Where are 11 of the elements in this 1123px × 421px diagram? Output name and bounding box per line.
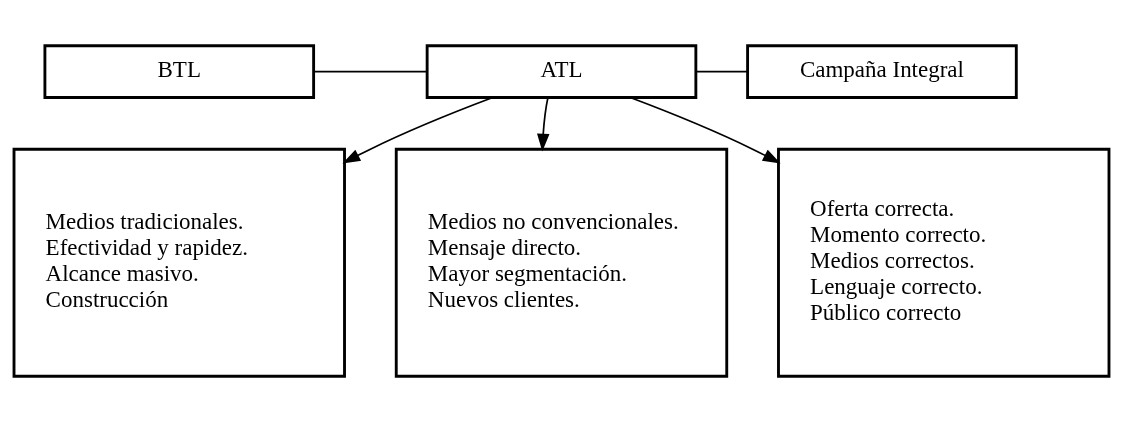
node-box: Oferta correcta. Momento correcto. Medios correctos. Lenguaje correcto. Público correcto (777, 147, 1111, 378)
connector (695, 70, 749, 72)
node-box: ATL (425, 43, 698, 99)
arrow (629, 96, 781, 163)
arrow (537, 96, 550, 151)
arrow (342, 96, 494, 163)
node-box: Campaña Integral (746, 43, 1018, 99)
node-box: Medios no convencionales. Mensaje directo. Mayor segmentación. Nuevos clientes. (394, 147, 729, 378)
node-box: Medios tradicionales. Efectividad y rapidez. Alcance masivo. Construcción (12, 147, 346, 378)
connector (312, 70, 428, 72)
node-box: BTL (43, 43, 316, 99)
